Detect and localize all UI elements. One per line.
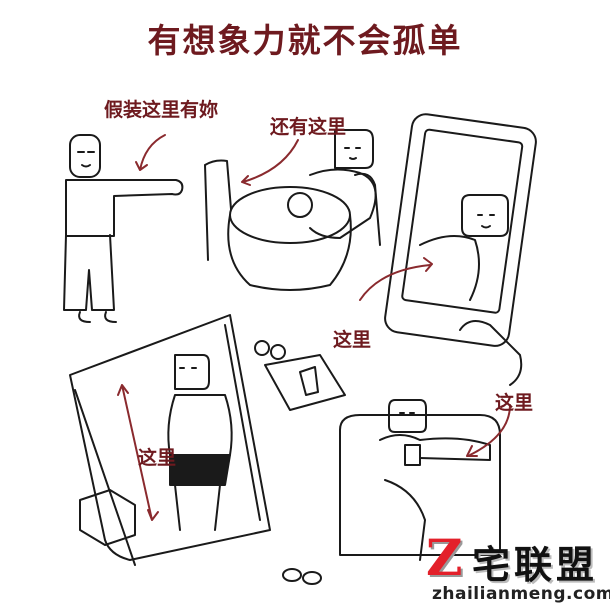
props	[79, 340, 346, 585]
caption-pretend-you-are-here: 假装这里有妳	[104, 99, 219, 121]
watermark: Z 宅联盟 zhailianmeng.com	[420, 528, 610, 605]
watermark-brand: 宅联盟	[472, 543, 599, 587]
caption-here-blanket: 这里	[138, 447, 177, 469]
caption-here-phone: 这里	[333, 329, 372, 351]
arrow-icon	[241, 139, 299, 186]
arrow-icon	[359, 257, 433, 301]
comic-title: 有想象力就不会孤单	[147, 21, 463, 60]
watermark-logo-letter: Z	[426, 528, 463, 587]
caption-also-here: 还有这里	[270, 116, 347, 138]
phone-illustration	[384, 113, 537, 386]
blanket-man-figure	[69, 314, 271, 566]
caption-here-sofa: 这里	[495, 392, 534, 414]
arrow-icon	[466, 404, 511, 457]
double-arrow-icon	[117, 384, 159, 521]
sofa-man-figure	[339, 399, 501, 561]
arrow-icon	[135, 134, 166, 171]
table-man-figure	[204, 129, 381, 291]
watermark-url: zhailianmeng.com	[432, 584, 610, 604]
standing-man-figure	[63, 134, 184, 323]
